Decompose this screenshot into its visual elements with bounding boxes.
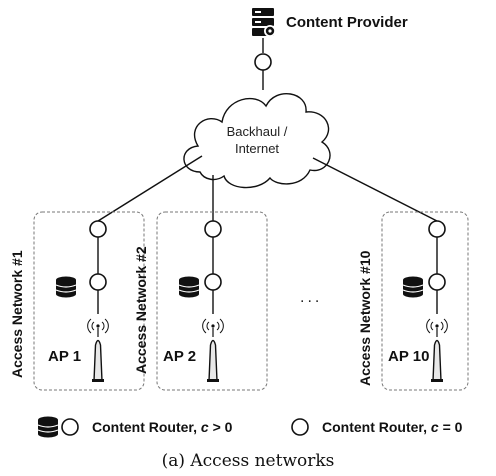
uplink-10 xyxy=(312,157,438,222)
router-cache xyxy=(428,273,446,291)
ap-label: AP 2 xyxy=(163,348,196,365)
access-network-label: Access Network #10 xyxy=(357,250,373,386)
access-network-10: AP 10 xyxy=(381,211,469,391)
access-network-label: Access Network #2 xyxy=(133,246,149,374)
cloud-label-line1: Backhaul / xyxy=(227,124,288,139)
server-gear-icon xyxy=(252,8,276,37)
uplink-1 xyxy=(97,155,203,222)
cloud-icon xyxy=(183,92,331,189)
router-no-cache xyxy=(89,220,107,238)
ap-label: AP 10 xyxy=(388,348,429,365)
access-network-box xyxy=(381,211,469,391)
legend-cache-text: Content Router, c > 0 xyxy=(92,419,233,435)
provider-router xyxy=(254,53,272,71)
database-icon xyxy=(178,276,200,298)
database-icon xyxy=(37,416,59,438)
ap-label: AP 1 xyxy=(48,348,81,365)
wireless-antenna-icon xyxy=(426,318,448,382)
figure-caption: (a) Access networks xyxy=(162,451,335,471)
wireless-antenna-icon xyxy=(87,318,109,382)
access-network-2: AP 2 xyxy=(156,211,268,391)
provider-label: Content Provider xyxy=(286,14,408,31)
legend-router-no-cache xyxy=(291,418,309,436)
router-no-cache xyxy=(428,220,446,238)
legend-router-cache xyxy=(61,418,79,436)
wireless-antenna-icon xyxy=(202,318,224,382)
router-cache xyxy=(89,273,107,291)
legend-nocache-text: Content Router, c = 0 xyxy=(322,419,463,435)
legend: Content Router, c > 0 Content Router, c … xyxy=(37,416,463,438)
access-network-box xyxy=(33,211,145,391)
access-network-box xyxy=(156,211,268,391)
router-no-cache xyxy=(204,220,222,238)
cloud-label-line2: Internet xyxy=(235,141,279,156)
router-cache xyxy=(204,273,222,291)
ellipsis: ... xyxy=(300,289,322,306)
access-network-label: Access Network #1 xyxy=(9,250,25,378)
access-network-1: AP 1 xyxy=(33,211,145,391)
database-icon xyxy=(55,276,77,298)
database-icon xyxy=(402,276,424,298)
